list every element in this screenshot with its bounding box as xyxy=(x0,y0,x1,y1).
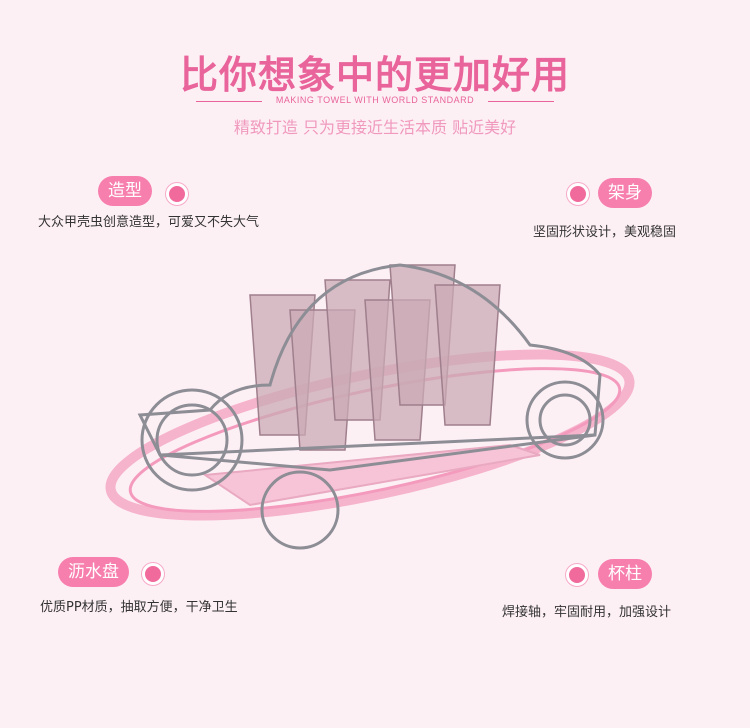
feature-dot-cup-post xyxy=(566,564,588,586)
feature-badge-shape: 造型 xyxy=(98,176,152,206)
feature-dot-frame xyxy=(567,183,589,205)
feature-badge-frame: 架身 xyxy=(598,178,652,208)
feature-dot-shape xyxy=(166,183,188,205)
car-body-wire xyxy=(137,263,602,472)
feature-dot-drain-tray xyxy=(142,563,164,585)
title-divider-right xyxy=(488,101,554,102)
tagline: 精致打造 只为更接近生活本质 贴近美好 xyxy=(233,118,517,137)
drain-tray xyxy=(202,443,541,507)
middle-wheel-wire xyxy=(260,470,340,550)
frame-base-bar xyxy=(159,433,596,457)
page-title: 比你想象中的更加好用 xyxy=(179,53,570,97)
english-subtitle: MAKING TOWEL WITH WORLD STANDARD xyxy=(275,95,475,105)
feature-badge-drain-tray: 沥水盘 xyxy=(58,557,129,587)
feature-desc-drain-tray: 优质PP材质，抽取方便，干净卫生 xyxy=(40,600,238,615)
cup-rack-product-image xyxy=(105,263,635,550)
glass-cup xyxy=(434,284,501,426)
front-wheel-inner xyxy=(155,403,229,477)
rear-wheel-inner xyxy=(538,393,592,447)
rear-wheel-wire xyxy=(525,380,605,460)
wire-frame xyxy=(137,263,605,550)
title-divider-left xyxy=(196,101,262,102)
feature-desc-cup-post: 焊接轴，牢固耐用，加强设计 xyxy=(502,605,672,620)
feature-desc-frame: 坚固形状设计，美观稳固 xyxy=(533,225,677,240)
glass-cups xyxy=(249,264,501,451)
feature-badge-cup-post: 杯柱 xyxy=(598,559,652,589)
feature-desc-shape: 大众甲壳虫创意造型，可爱又不失大气 xyxy=(38,215,260,230)
front-wheel-wire xyxy=(140,388,244,492)
